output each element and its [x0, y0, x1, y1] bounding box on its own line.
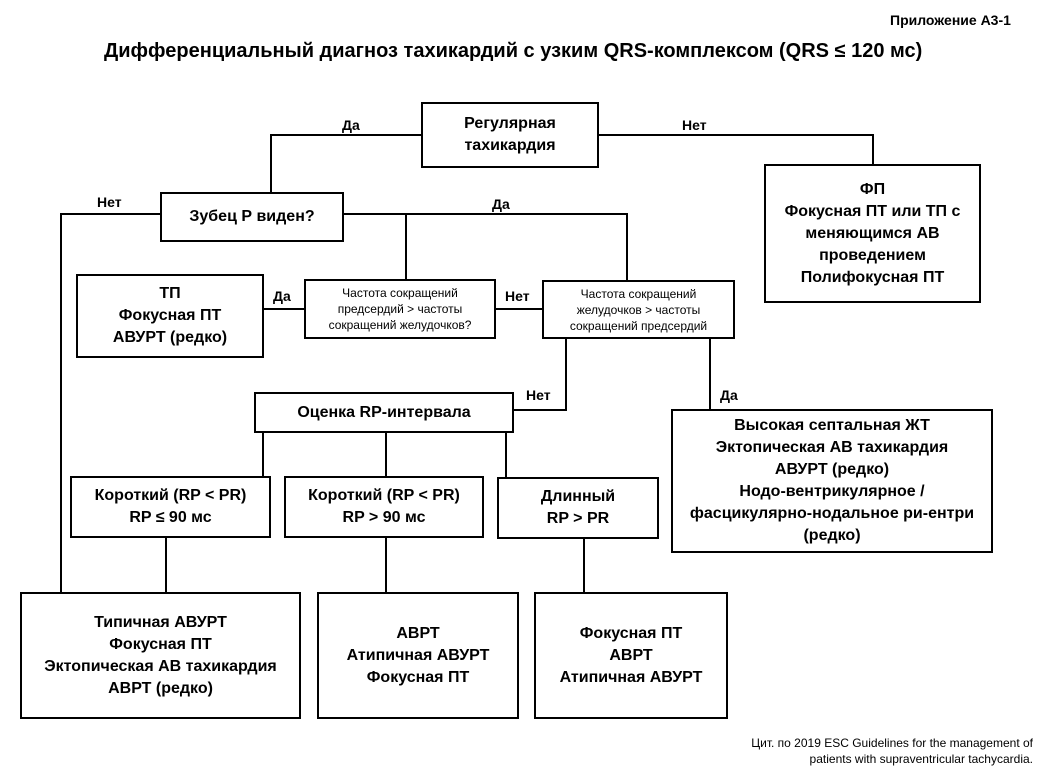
- box-line: АВРТ (редко): [108, 679, 213, 697]
- box-line: Зубец Р виден?: [189, 208, 315, 225]
- box-line: ФП: [859, 180, 886, 198]
- box-short-rp-gt90: Короткий (RP < PR) RP > 90 мс: [284, 476, 484, 538]
- box-line: сокращений желудочков?: [328, 318, 472, 332]
- box-line: желудочков > частоты: [576, 302, 701, 317]
- box-line: RP > PR: [546, 510, 610, 527]
- box-atrial-gt-ventricular: Частота сокращений предсердий > частоты …: [304, 279, 496, 339]
- box-line: Фокусная ПТ: [579, 624, 683, 642]
- box-line: Атипичная АВУРТ: [346, 646, 490, 664]
- box-line: предсердий > частоты: [337, 302, 463, 316]
- box-ventricular-gt-atrial: Частота сокращений желудочков > частоты …: [542, 280, 735, 339]
- box-p-wave-visible: Зубец Р виден?: [160, 192, 344, 242]
- box-ventricular-result: Высокая септальная ЖТ Эктопическая АВ та…: [671, 409, 993, 553]
- citation: Цит. по 2019 ESC Guidelines for the mana…: [751, 735, 1033, 767]
- edge-label-no: Нет: [97, 194, 122, 210]
- box-line: Частота сокращений: [342, 286, 458, 300]
- edge-label-no: Нет: [505, 288, 530, 304]
- box-long-rp: Длинный RP > PR: [497, 477, 659, 539]
- box-short-rp-le90: Короткий (RP < PR) RP ≤ 90 мс: [70, 476, 271, 538]
- box-outcome-avrt: АВРТ Атипичная АВУРТ Фокусная ПТ: [317, 592, 519, 719]
- box-line: меняющимся АВ: [805, 224, 940, 242]
- box-line: фасцикулярно-нодальное ри-ентри: [689, 505, 975, 522]
- box-line: АВРТ: [396, 624, 440, 642]
- box-line: Высокая септальная ЖТ: [734, 417, 930, 434]
- box-regular-tachycardia: Регулярная тахикардия: [421, 102, 599, 168]
- page-title: Дифференциальный диагноз тахикардий с уз…: [104, 40, 923, 62]
- box-line: Типичная АВУРТ: [94, 613, 227, 631]
- box-line: (редко): [803, 527, 861, 544]
- box-outcome-typical-avnrt: Типичная АВУРТ Фокусная ПТ Эктопическая …: [20, 592, 301, 719]
- box-line: ТП: [159, 285, 181, 302]
- box-rp-interval: Оценка RP-интервала: [254, 392, 514, 433]
- box-line: RP > 90 мс: [342, 509, 426, 526]
- edge-label-no: Нет: [526, 387, 551, 403]
- box-line: Регулярная: [464, 115, 556, 132]
- box-line: Фокусная ПТ: [366, 668, 470, 686]
- box-outcome-focal-at: Фокусная ПТ АВРТ Атипичная АВУРТ: [534, 592, 728, 719]
- box-line: Оценка RP-интервала: [297, 403, 471, 421]
- box-line: Эктопическая АВ тахикардия: [715, 439, 949, 456]
- box-line: Эктопическая АВ тахикардия: [44, 657, 277, 675]
- box-line: Фокусная ПТ: [109, 635, 212, 653]
- box-flutter-focal: ТП Фокусная ПТ АВУРТ (редко): [76, 274, 264, 358]
- box-line: Короткий (RP < PR): [308, 487, 460, 504]
- box-line: сокращений предсердий: [569, 318, 708, 333]
- box-line: Фокусная ПТ: [118, 307, 222, 324]
- box-line: Нодо-вентрикулярное /: [739, 483, 925, 500]
- edge-label-yes: Да: [342, 117, 360, 133]
- box-line: Короткий (RP < PR): [94, 487, 247, 504]
- box-line: АВУРТ (редко): [112, 329, 228, 346]
- appendix-label: Приложение А3-1: [890, 12, 1011, 28]
- box-line: Атипичная АВУРТ: [559, 668, 703, 686]
- citation-line: Цит. по 2019 ESC Guidelines for the mana…: [751, 736, 1033, 750]
- edge-label-no: Нет: [682, 117, 707, 133]
- box-line: АВУРТ (редко): [774, 461, 890, 478]
- box-line: Длинный: [540, 488, 616, 505]
- edge-label-yes: Да: [720, 387, 738, 403]
- citation-line: patients with supraventricular tachycard…: [809, 752, 1033, 766]
- box-line: Фокусная ПТ или ТП с: [784, 202, 961, 220]
- box-line: проведением: [819, 246, 926, 264]
- line-regular-to-fp: [598, 134, 874, 165]
- edge-label-yes: Да: [492, 196, 510, 212]
- line-vent-no: [513, 338, 567, 411]
- box-af-focal-at: ФП Фокусная ПТ или ТП с меняющимся АВ пр…: [764, 164, 981, 303]
- box-line: АВРТ: [609, 646, 653, 664]
- line-pwave-yes: [343, 213, 628, 281]
- box-line: тахикардия: [464, 137, 556, 154]
- line-pwave-no: [60, 213, 161, 593]
- edge-label-yes: Да: [273, 288, 291, 304]
- box-line: RP ≤ 90 мс: [129, 509, 212, 526]
- box-line: Частота сокращений: [580, 286, 697, 301]
- box-line: Полифокусная ПТ: [800, 268, 945, 286]
- line-regular-to-pwave: [270, 134, 422, 193]
